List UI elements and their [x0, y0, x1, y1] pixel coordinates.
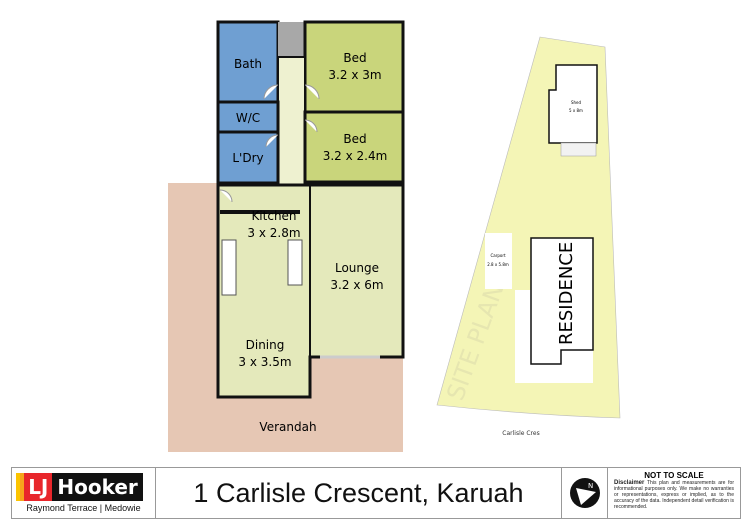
label-bed1: Bed [343, 51, 366, 65]
door-icon [265, 134, 279, 148]
north-compass-icon: N [562, 468, 608, 518]
label-bed2: Bed [343, 132, 366, 146]
room-wc [216, 100, 280, 134]
not-to-scale: NOT TO SCALE [644, 471, 704, 480]
disclaimer-block: NOT TO SCALE Disclaimer This plan and me… [608, 468, 740, 518]
shed-doors [560, 142, 597, 157]
label-laundry: L'Dry [232, 151, 263, 165]
kitchen-bench [221, 239, 237, 296]
carport [485, 233, 512, 289]
storage-block [278, 22, 305, 57]
compass-n: N [588, 482, 593, 490]
door-icon [304, 119, 318, 133]
property-address: 1 Carlisle Crescent, Karuah [156, 468, 562, 518]
door-icon [219, 189, 233, 203]
label-verandah: Verandah [259, 420, 316, 434]
shed-size: 5 x 8m [569, 108, 583, 113]
label-dining: Dining [246, 338, 285, 352]
disclaimer-text: This plan and measurements are for infor… [614, 480, 734, 510]
kitchen-island [287, 239, 303, 286]
logo-hooker: Hooker [52, 473, 143, 501]
door-icon [304, 84, 320, 100]
room-bed-1 [303, 20, 405, 114]
plans-canvas: Bath Bed 3.2 x 3m W/C Bed 3.2 x 2.4m L'D… [168, 20, 621, 452]
footer-banner: LJ Hooker Raymond Terrace | Medowie 1 Ca… [11, 467, 741, 519]
disclaimer-title: Disclaimer [614, 480, 645, 486]
size-lounge: 3.2 x 6m [330, 278, 383, 292]
size-dining: 3 x 3.5m [238, 355, 291, 369]
size-kitchen: 3 x 2.8m [247, 226, 300, 240]
shed [548, 64, 598, 144]
logo-mark: LJ Hooker [24, 473, 143, 501]
residence-label: RESIDENCE [556, 242, 577, 345]
shed-label: Shed [571, 100, 582, 105]
disclaimer-paragraph: Disclaimer This plan and measurements ar… [614, 480, 734, 510]
hallway [277, 56, 306, 186]
label-wc: W/C [236, 111, 260, 125]
carport-label: Carport [490, 253, 506, 258]
lj-hooker-logo: LJ Hooker Raymond Terrace | Medowie [12, 468, 156, 518]
logo-lj: LJ [24, 473, 53, 501]
size-bed2: 3.2 x 2.4m [323, 149, 388, 163]
label-bath: Bath [234, 57, 262, 71]
office-name: Raymond Terrace | Medowie [26, 503, 141, 513]
label-kitchen: Kitchen [251, 209, 296, 223]
door-icon [263, 84, 279, 100]
room-bed-2 [303, 110, 405, 184]
carport-size: 2.8 x 5.8m [487, 262, 509, 267]
residence [530, 237, 594, 365]
street-label: Carlisle Cres [502, 430, 539, 437]
size-bed1: 3.2 x 3m [328, 68, 381, 82]
label-lounge: Lounge [335, 261, 379, 275]
